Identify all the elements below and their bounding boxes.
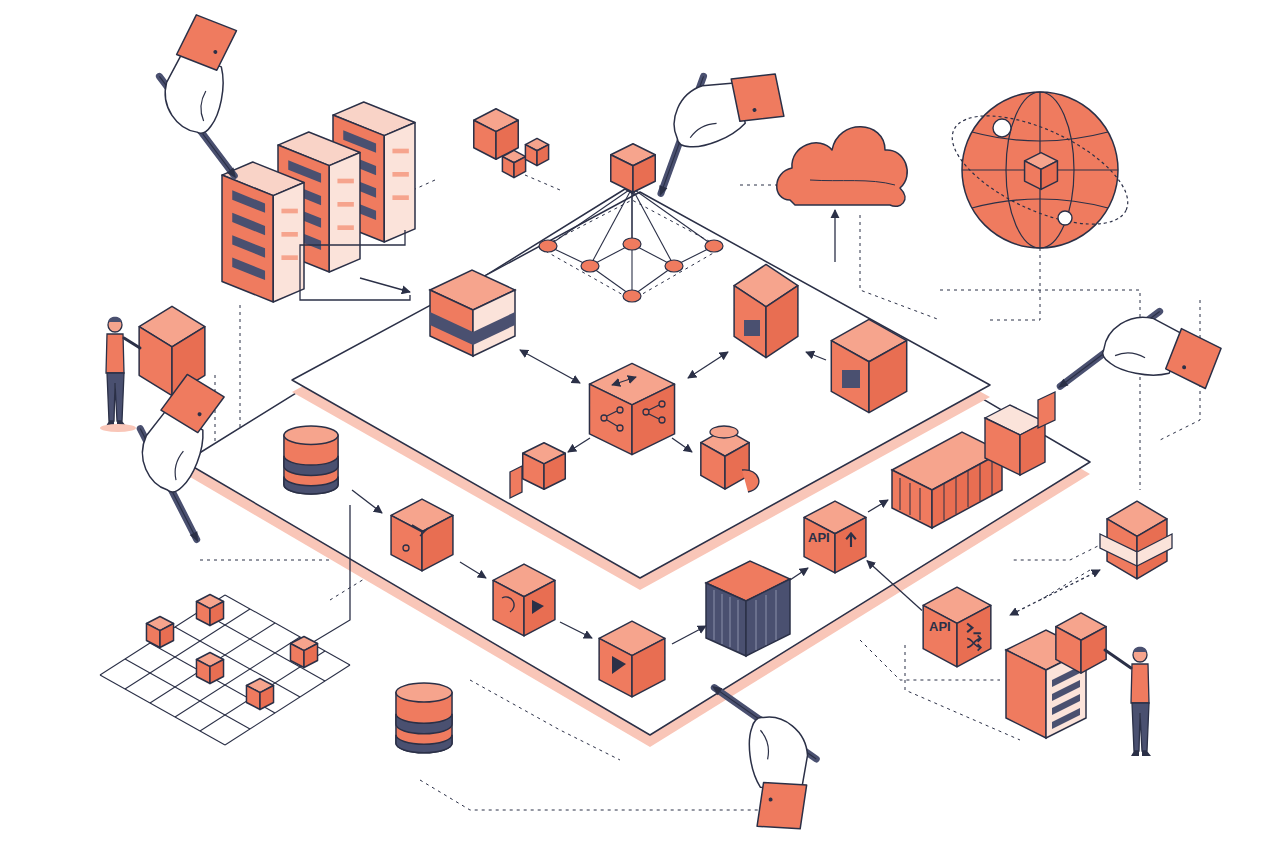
api-cube: API [922, 586, 992, 668]
arrow-connector [867, 561, 922, 611]
cube-face [804, 517, 835, 573]
cube-icon [967, 624, 981, 651]
cube-label: API [929, 620, 951, 633]
cube-icon [846, 533, 856, 547]
cube-face [923, 605, 957, 667]
cube-face [835, 517, 866, 573]
api-cube: API [803, 500, 867, 574]
cube-face [957, 605, 991, 667]
cube-label: API [808, 531, 830, 544]
